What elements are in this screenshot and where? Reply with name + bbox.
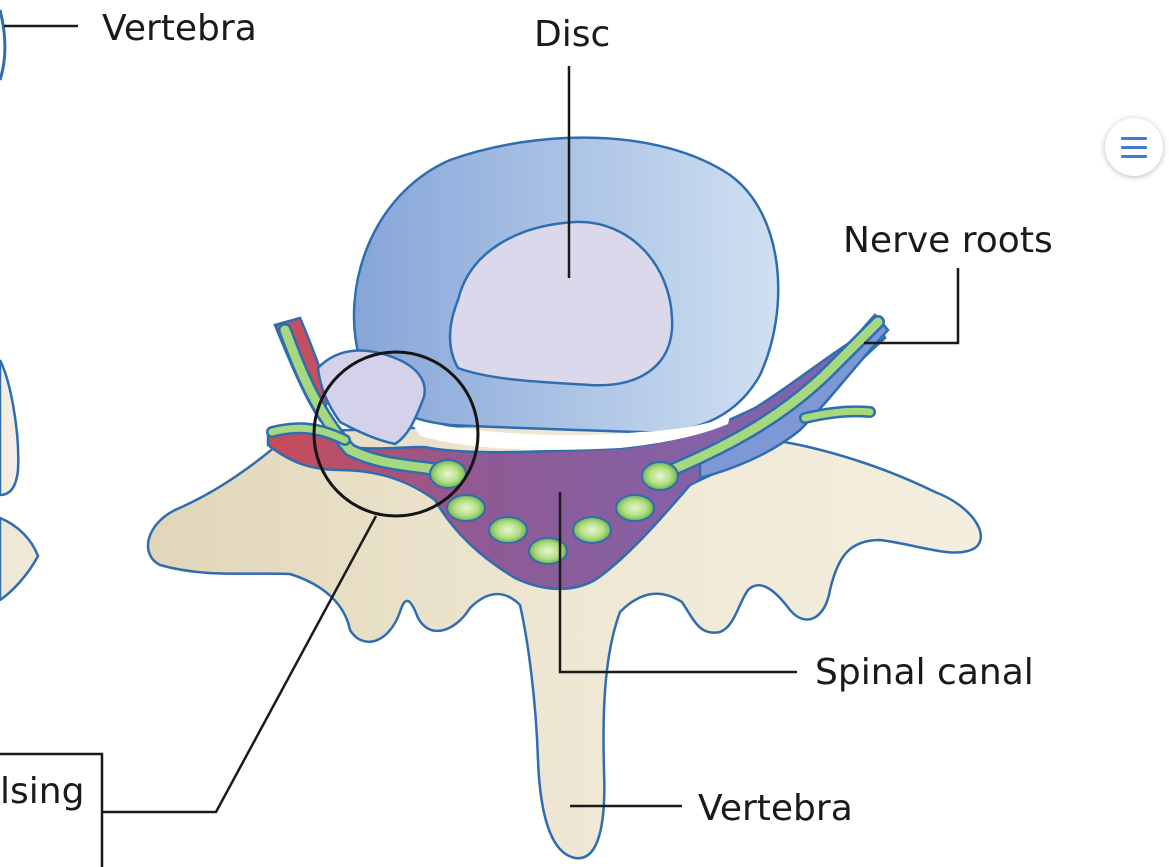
nerve-bundle [528,537,568,565]
leader-nerve-roots [864,268,960,345]
nerve-branch-right-core [801,407,874,422]
menu-button[interactable] [1105,118,1163,176]
leader-lines [0,24,960,867]
nerve-ganglion-right [641,461,679,491]
label-spinal-canal: Spinal canal [815,652,1034,693]
leader-bulging [102,515,378,814]
bulging-label-box [0,752,104,867]
partial-vertebra-left [0,9,40,602]
label-vertebra-top: Vertebra [102,8,257,49]
label-vertebra-bottom: Vertebra [698,788,853,829]
nerve-branch-left-core [268,424,349,444]
leader-spinal-canal [558,492,797,674]
nerve-bundle [615,494,655,522]
nerve-bundle [572,516,612,544]
vertebra-bone-shape [146,421,982,860]
hamburger-menu-icon [1121,136,1147,158]
bulge-highlight-circle [312,350,480,518]
nerve-roots [266,313,890,482]
disc-canal-gap [410,416,730,450]
nerve-bundle [488,516,528,544]
label-disc: Disc [534,14,610,55]
disc-nucleus [448,220,674,387]
label-nerve-roots: Nerve roots [843,220,1053,261]
label-bulging-partial: lsing [0,771,84,812]
nerve-root-left-core [280,325,445,475]
nerve-bundle [446,494,486,522]
nerve-root-right-core [655,317,883,480]
nerve-bundles [429,459,679,565]
